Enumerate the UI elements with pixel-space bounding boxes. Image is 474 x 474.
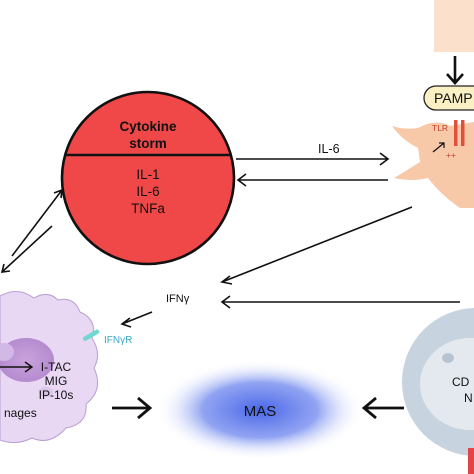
arrow-macrophage-to-mas xyxy=(112,396,153,420)
arrow-ifng-to-receptor xyxy=(120,311,153,328)
ifngr-label: IFNγR xyxy=(104,335,132,346)
mas-node: MAS xyxy=(156,360,364,460)
storm-item: IL-6 xyxy=(136,184,159,199)
nucleus-arrow xyxy=(0,361,34,373)
storm-title-line2: storm xyxy=(129,136,167,151)
il6-signal-label: IL-6 xyxy=(318,142,340,156)
chemokine-item: IP-10s xyxy=(39,388,74,402)
arrow-source-to-pamp xyxy=(446,56,464,85)
cd-cell: CD N xyxy=(402,308,474,474)
ifng-receptor xyxy=(82,329,100,341)
storm-item: IL-1 xyxy=(136,167,159,182)
chemokine-item: I-TAC xyxy=(41,360,72,374)
arrow-storm-to-macrophage xyxy=(0,225,53,273)
storm-item: TNFa xyxy=(131,201,165,216)
tlr-label: TLR xyxy=(432,123,448,133)
arrow-cd-to-ifng xyxy=(220,295,460,309)
tlr-receptor xyxy=(454,120,465,146)
arrow-dc-to-storm xyxy=(236,173,388,187)
arrow-macrophage-to-storm xyxy=(11,188,63,257)
cd-cell-label-line2: N xyxy=(464,391,473,405)
cd-cell-label-line1: CD xyxy=(452,375,470,389)
mas-label: MAS xyxy=(244,403,277,420)
chemokine-item: MIG xyxy=(45,374,68,388)
source-box xyxy=(434,0,474,52)
macrophage: IFNγR I-TAC MIG IP-10s nages xyxy=(0,291,132,444)
pamp-label: PAMP xyxy=(434,90,473,106)
plus-label: ++ xyxy=(446,150,456,160)
dendritic-cell: TLR ++ xyxy=(392,120,474,208)
macrophage-name: nages xyxy=(4,406,37,420)
macrophage-nucleus xyxy=(0,338,54,382)
arrow-dc-to-ifng xyxy=(220,206,413,285)
pamp-pill: PAMP xyxy=(423,85,474,111)
activation-arrow xyxy=(432,142,445,153)
storm-title-line1: Cytokine xyxy=(119,119,177,134)
ifng-signal-label: IFNγ xyxy=(166,293,190,305)
cytokine-storm: Cytokine storm IL-1 IL-6 TNFa xyxy=(60,90,236,266)
arrow-cd-to-mas xyxy=(361,396,404,420)
arrow-storm-to-dc xyxy=(236,152,390,166)
